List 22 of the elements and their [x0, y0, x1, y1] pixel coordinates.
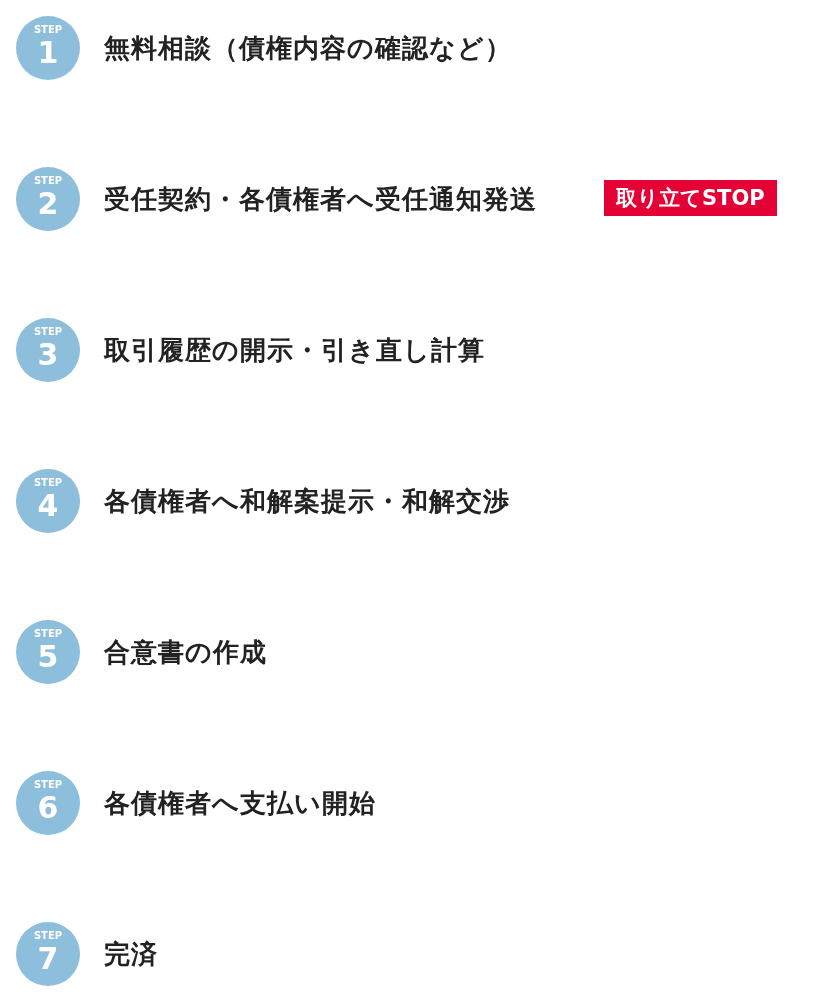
step-label: STEP [33, 25, 63, 35]
step-number: 1 [37, 37, 59, 69]
step-label: STEP [33, 780, 63, 790]
step-number: 6 [37, 792, 59, 824]
step-label: STEP [33, 327, 63, 337]
step-title: 無料相談（債権内容の確認など） [104, 32, 512, 64]
step-title: 各債権者へ和解案提示・和解交渉 [104, 485, 510, 517]
step-label: STEP [33, 629, 63, 639]
step-number: 2 [37, 188, 59, 220]
status-badge: 取り立てSTOP [604, 180, 777, 216]
step-label: STEP [33, 478, 63, 488]
step-number: 5 [37, 641, 59, 673]
step-label: STEP [33, 931, 63, 941]
step-number: 4 [37, 490, 59, 522]
step-title: 受任契約・各債権者へ受任通知発送 [104, 183, 537, 215]
step-label: STEP [33, 176, 63, 186]
step-title: 各債権者へ支払い開始 [104, 787, 376, 819]
step-number: 7 [37, 943, 59, 975]
step-title: 完済 [104, 938, 158, 970]
step-title: 合意書の作成 [104, 636, 267, 668]
step-number: 3 [37, 339, 59, 371]
step-title: 取引履歴の開示・引き直し計算 [104, 334, 485, 366]
